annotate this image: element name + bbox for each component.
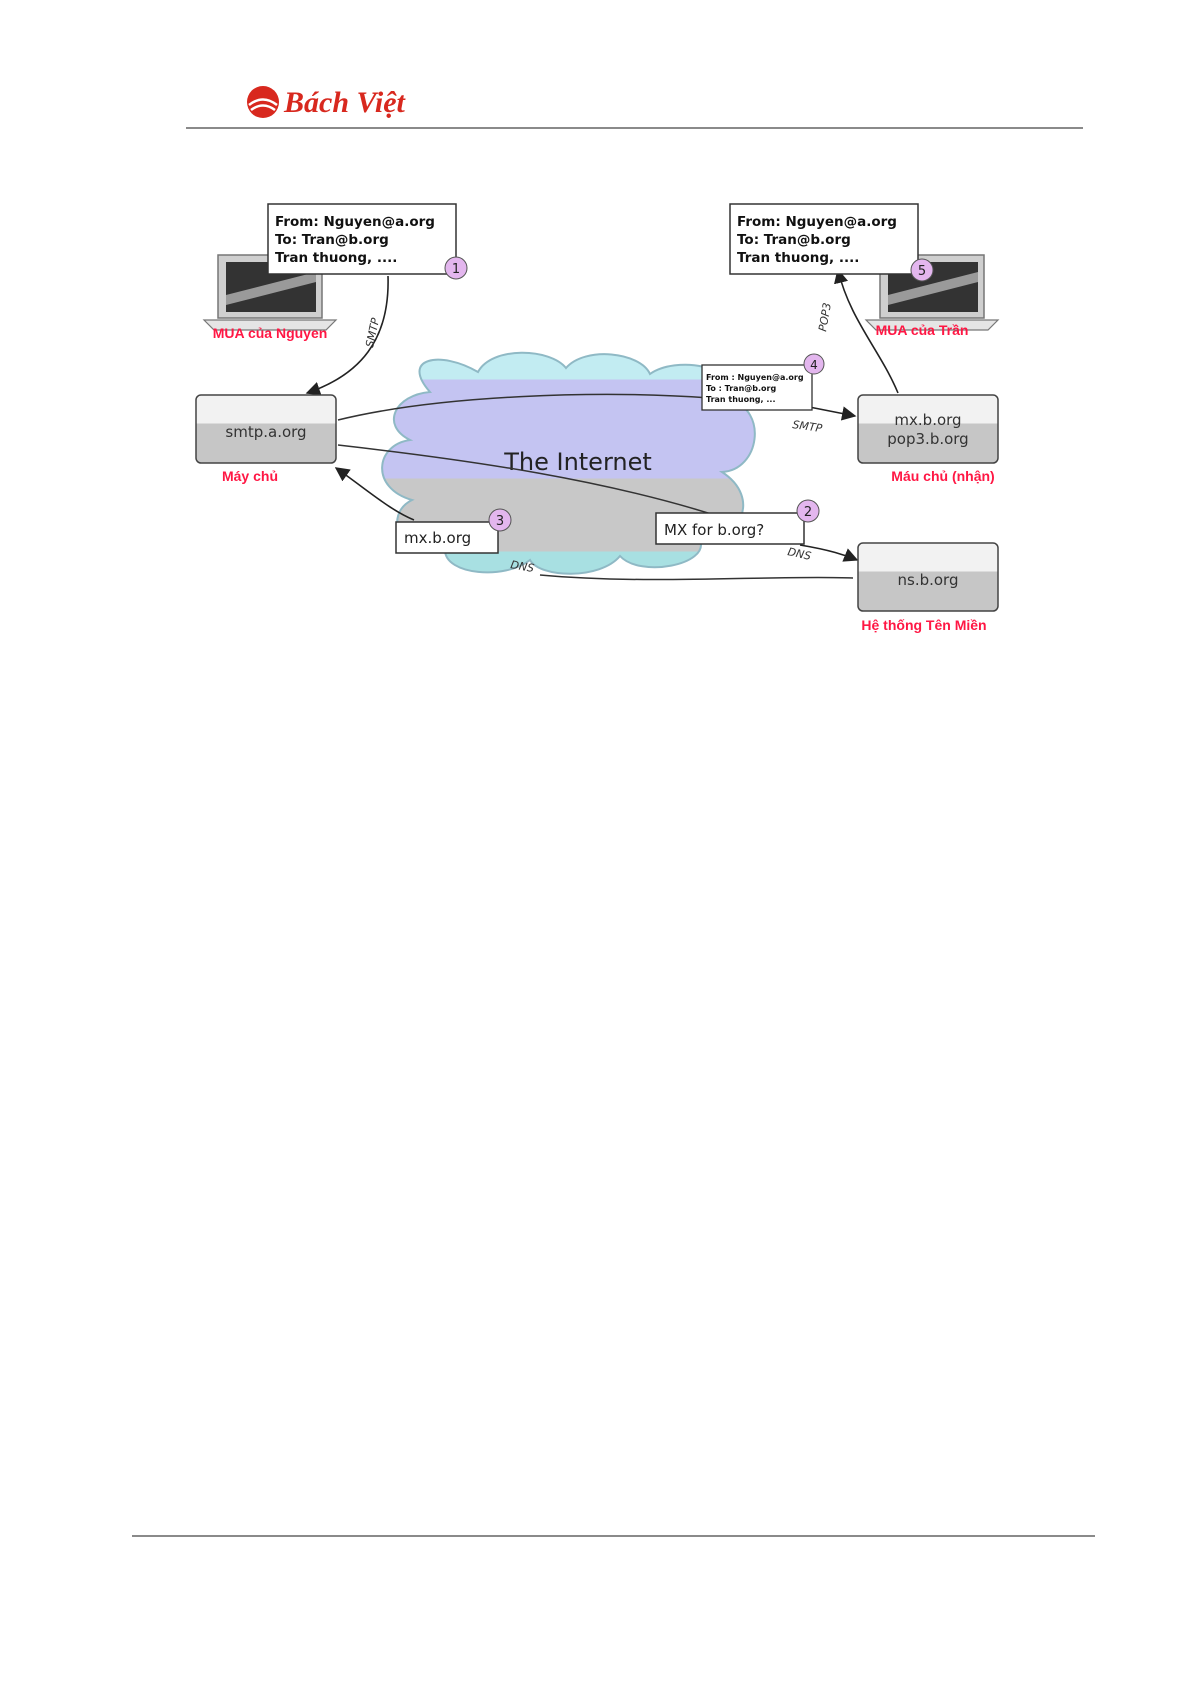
mail-4-body: Tran thuong, ... [706, 395, 775, 404]
server-mx-b-line1: mx.b.org [894, 411, 961, 429]
server-ns-b: ns.b.org [857, 542, 999, 612]
mail-5-to: To: Tran@b.org [737, 232, 851, 248]
connection-lines [337, 393, 854, 581]
mail-1-body: Tran thuong, .... [275, 250, 397, 266]
label-mua-tran: MUA của Trần [876, 322, 969, 338]
dns-label-bottom: DNS [509, 558, 535, 575]
dns-query-text: MX for b.org? [664, 521, 764, 539]
step-1-badge: 1 [452, 262, 460, 277]
mail-1-from: From: Nguyen@a.org [275, 214, 435, 230]
dns-reply-arrow [334, 467, 415, 521]
mail-4-to: To : Tran@b.org [706, 384, 776, 393]
email-flow-diagram: The Internet SMTP POP3 SMTP DNS DNS From… [195, 203, 1000, 633]
smtp-arrow-left [305, 275, 389, 396]
mail-5-from: From: Nguyen@a.org [737, 214, 897, 230]
mail-4-from: From : Nguyen@a.org [706, 373, 804, 382]
smtp-label-right: SMTP [792, 418, 824, 435]
pop3-arrow [834, 268, 899, 394]
server-smtp-a: smtp.a.org [195, 394, 337, 464]
cloud-label: The Internet [503, 448, 652, 476]
server-ns-b-label: ns.b.org [898, 571, 959, 589]
server-mx-b: mx.b.org pop3.b.org [857, 394, 999, 464]
dns-label-right: DNS [786, 545, 812, 563]
dns-reply-text: mx.b.org [404, 529, 471, 547]
server-smtp-a-label: smtp.a.org [225, 423, 306, 441]
label-mua-nguyen: MUA của Nguyen [213, 325, 328, 341]
label-he-thong-ten-mien: Hệ thống Tên Miền [861, 617, 986, 633]
pop3-label: POP3 [816, 302, 834, 333]
step-3-badge: 3 [496, 514, 504, 529]
dns-query-box: MX for b.org? 2 [655, 499, 820, 545]
mail-message-5: From: Nguyen@a.org To: Tran@b.org Tran t… [729, 203, 934, 282]
header-rule [186, 127, 1083, 129]
smtp-label-left: SMTP [363, 316, 382, 348]
dns-reply-box: mx.b.org 3 [395, 508, 512, 554]
mail-5-body: Tran thuong, .... [737, 250, 859, 266]
step-2-badge: 2 [804, 505, 812, 520]
footer-rule [132, 1535, 1095, 1537]
step-5-badge: 5 [918, 264, 926, 279]
dns-query-arrow [799, 544, 859, 562]
server-mx-b-line2: pop3.b.org [887, 430, 968, 448]
mail-message-1: From: Nguyen@a.org To: Tran@b.org Tran t… [267, 203, 468, 280]
step-4-badge: 4 [810, 358, 818, 372]
logo-text: Bách Việt [284, 86, 405, 119]
bach-viet-logo-icon [247, 86, 279, 118]
label-may-chu-nhan: Máu chủ (nhận) [891, 468, 994, 484]
label-may-chu: Máy chủ [222, 468, 278, 484]
mail-1-to: To: Tran@b.org [275, 232, 389, 248]
mail-message-4: From : Nguyen@a.org To : Tran@b.org Tran… [701, 353, 825, 411]
